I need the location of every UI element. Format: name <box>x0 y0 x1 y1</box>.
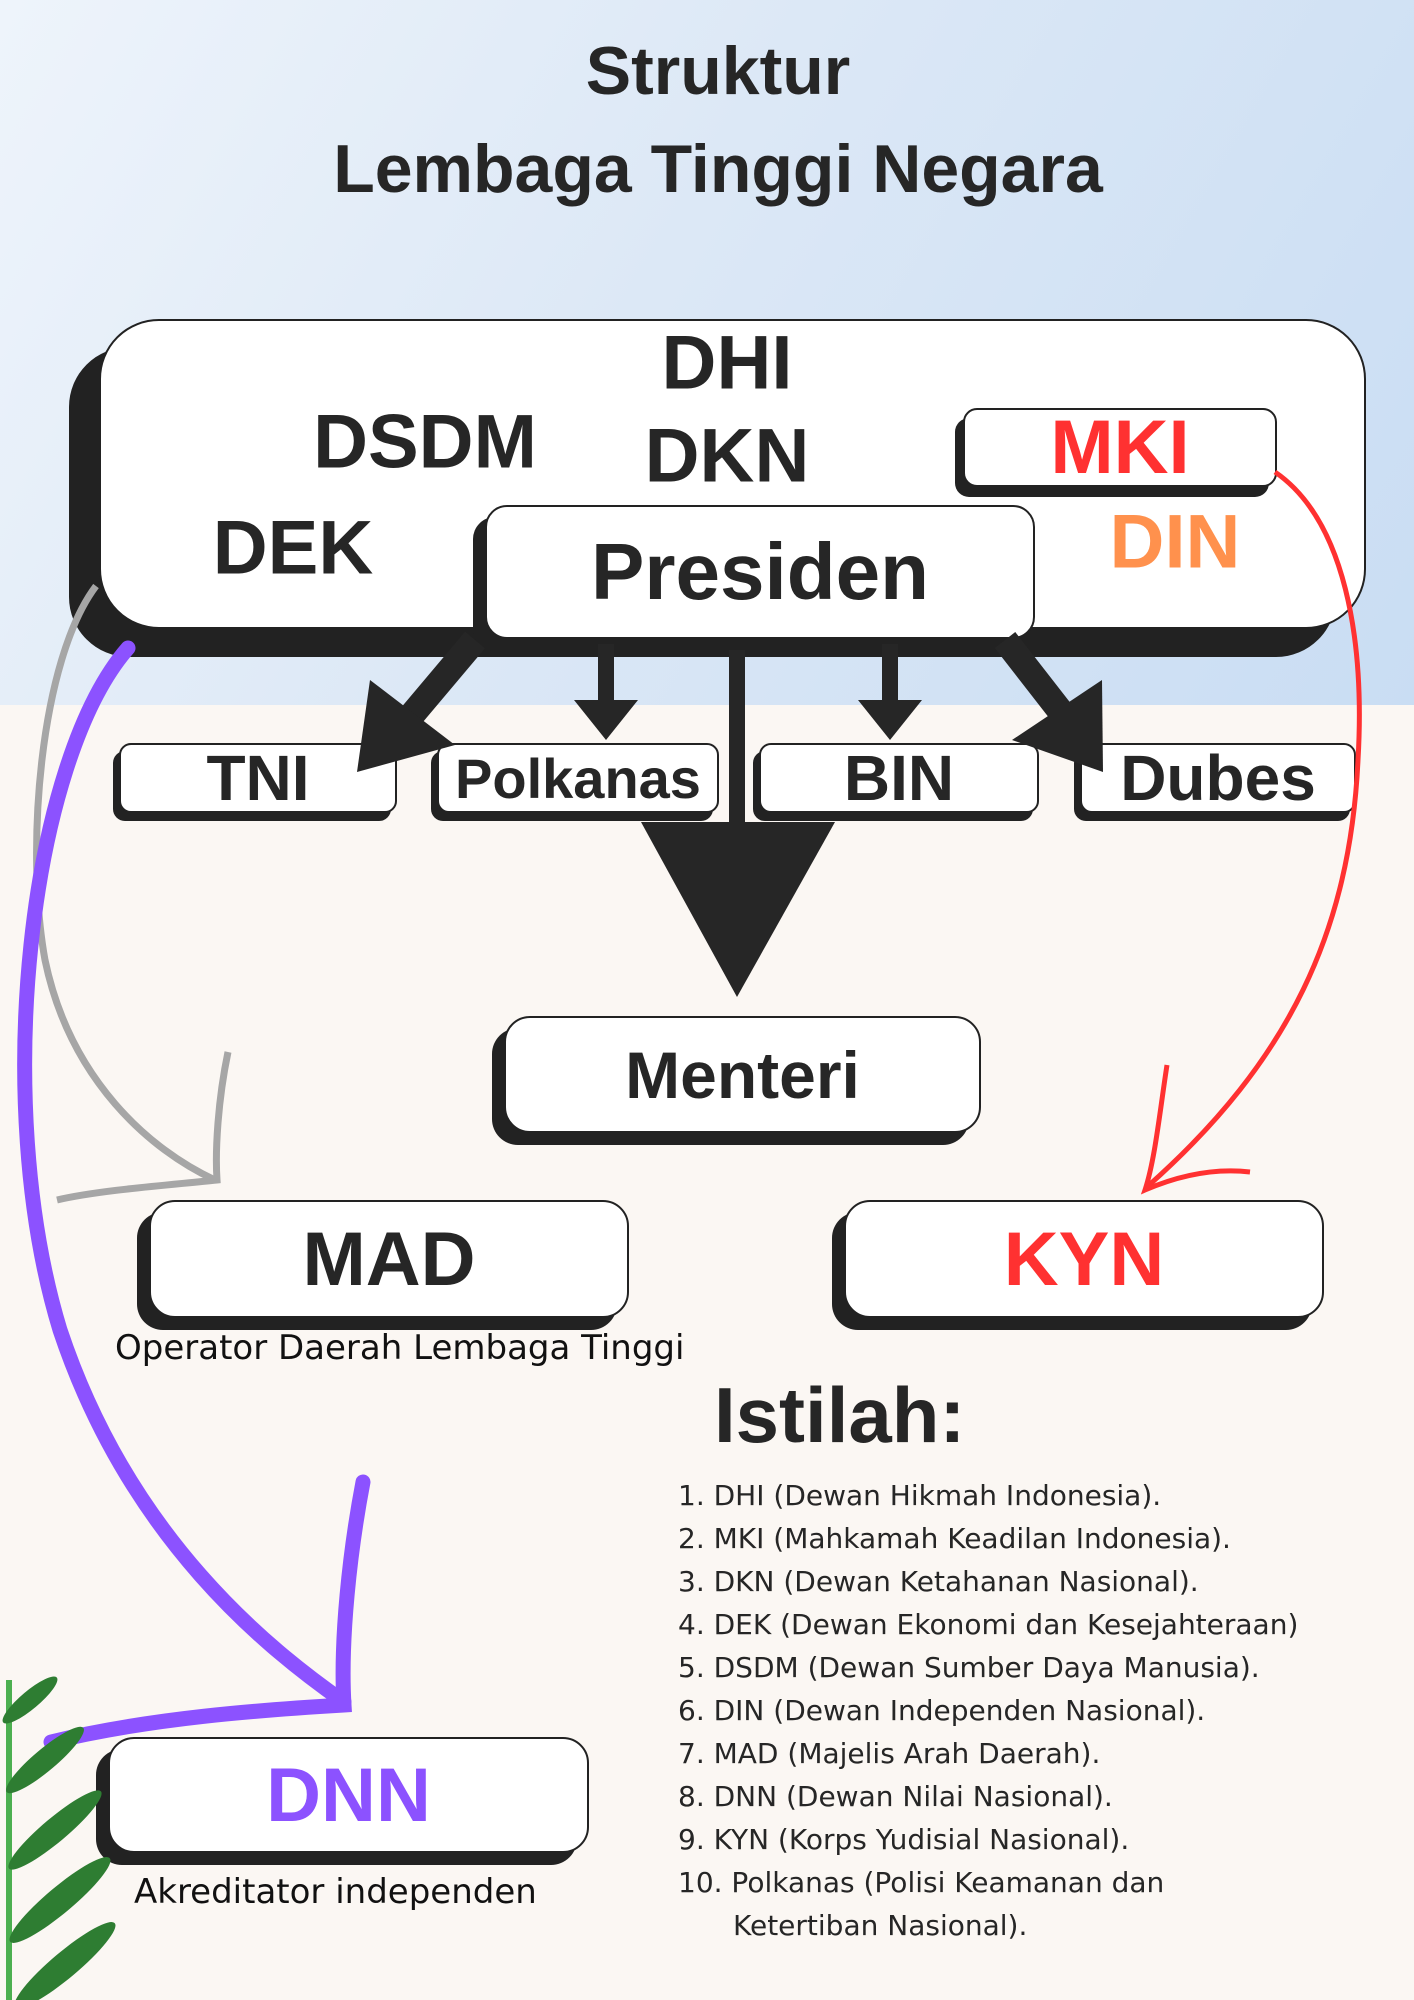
dnn-box: DNN <box>108 1737 589 1853</box>
glossary-item: 3. DKN (Dewan Ketahanan Nasional). <box>678 1565 1199 1598</box>
glossary-item-continuation: Ketertiban Nasional). <box>733 1909 1028 1942</box>
arrow-dubes-head <box>1012 680 1103 772</box>
glossary-item: 8. DNN (Dewan Nilai Nasional). <box>678 1780 1113 1813</box>
page-title-line2: Lembaga Tinggi Negara <box>333 131 1103 207</box>
mad-box: MAD <box>149 1200 629 1318</box>
label-dkn: DKN <box>644 413 810 499</box>
menteri-box: Menteri <box>504 1016 981 1133</box>
red-curve-arrow <box>1146 469 1362 1188</box>
leaf-decoration <box>2 1676 116 2000</box>
bin-box: BIN <box>759 742 1039 814</box>
label-dek: DEK <box>212 505 374 591</box>
glossary-item: 1. DHI (Dewan Hikmah Indonesia). <box>678 1479 1162 1512</box>
mad-caption: Operator Daerah Lembaga Tinggi <box>115 1328 685 1368</box>
label-din: DIN <box>1109 499 1241 585</box>
kyn-box: KYN <box>844 1200 1324 1318</box>
glossary-item: 2. MKI (Mahkamah Keadilan Indonesia). <box>678 1522 1231 1555</box>
purple-curve-arrow <box>17 640 352 1710</box>
red-arrow-head <box>1140 1064 1251 1195</box>
gray-curve-arrow <box>33 583 217 1184</box>
tni-box: TNI <box>119 742 397 814</box>
gray-arrow-head <box>56 1051 232 1204</box>
mki-box: MKI <box>963 405 1277 490</box>
label-dsdm: DSDM <box>313 399 537 485</box>
arrow-tni-head <box>357 680 455 772</box>
dubes-box: Dubes <box>1080 742 1356 814</box>
dnn-caption: Akreditator independen <box>134 1872 537 1912</box>
arrow-bin-stem <box>882 644 898 704</box>
arrow-polkanas-head <box>574 700 638 740</box>
label-dhi: DHI <box>661 320 793 406</box>
purple-arrow-head <box>43 1474 371 1750</box>
arrow-menteri-stem <box>729 650 745 830</box>
presiden-box: Presiden <box>485 505 1035 639</box>
glossary-item: 7. MAD (Majelis Arah Daerah). <box>678 1737 1101 1770</box>
page-title-line1: Struktur <box>585 33 851 109</box>
glossary-heading: Istilah: <box>714 1371 966 1459</box>
polkanas-box: Polkanas <box>437 743 719 813</box>
glossary-item: 9. KYN (Korps Yudisial Nasional). <box>678 1823 1130 1856</box>
glossary-item: 4. DEK (Dewan Ekonomi dan Kesejahteraan) <box>678 1608 1299 1641</box>
glossary-item: 5. DSDM (Dewan Sumber Daya Manusia). <box>678 1651 1260 1684</box>
glossary-item: 10. Polkanas (Polisi Keamanan dan <box>678 1866 1165 1899</box>
arrow-bin-head <box>858 700 922 740</box>
arrow-menteri-head <box>641 822 835 997</box>
glossary-item: 6. DIN (Dewan Independen Nasional). <box>678 1694 1206 1727</box>
glossary-list: 1. DHI (Dewan Hikmah Indonesia). 2. MKI … <box>678 1474 1298 1947</box>
arrow-polkanas-stem <box>598 644 614 704</box>
